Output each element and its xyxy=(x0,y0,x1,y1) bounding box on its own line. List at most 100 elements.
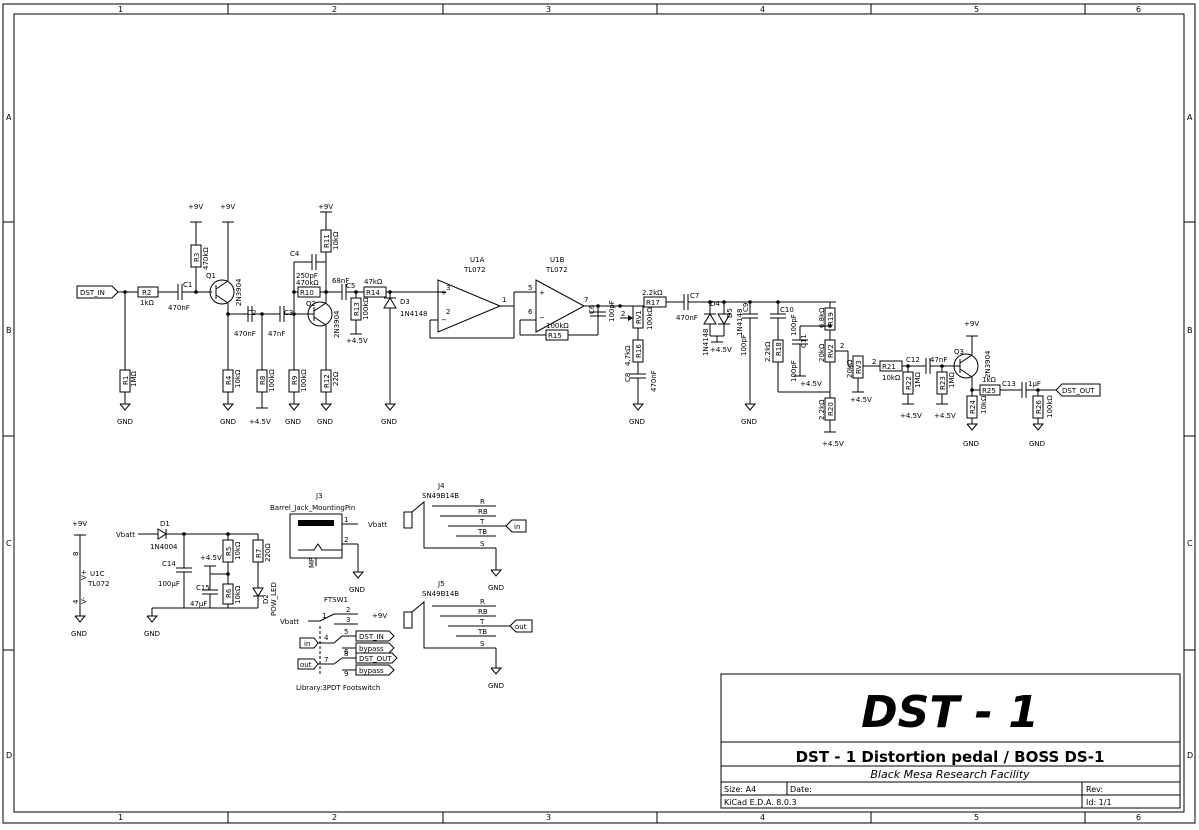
r11-value: 10kΩ xyxy=(332,231,340,250)
p9v-r3: +9V xyxy=(188,203,203,211)
j5-value: SN49B14B xyxy=(422,590,459,598)
title-big: DST - 1 xyxy=(861,687,1039,738)
gnd-d3: GND xyxy=(381,418,397,426)
border-col-4: 4 xyxy=(760,5,765,14)
c7-ref: C7 xyxy=(690,292,699,300)
d5-value: 1N4148 xyxy=(736,308,744,336)
r19-ref: R19 xyxy=(827,312,835,326)
u1b-ref: U1B xyxy=(550,256,565,264)
c3-value: 47nF xyxy=(268,330,285,338)
net-bypass-1: bypass xyxy=(359,645,384,653)
r4-ref: R4 xyxy=(225,375,233,385)
title-company: Black Mesa Research Facility xyxy=(870,768,1030,781)
c6-ref: C6 xyxy=(588,304,596,314)
j5-pin-rb: RB xyxy=(478,608,488,616)
gnd-r26: GND xyxy=(1029,440,1045,448)
rv2-value: 20kΩ xyxy=(818,343,826,362)
q3-value: 2N3904 xyxy=(984,350,992,378)
r17-ref: R17 xyxy=(646,299,660,307)
d4-ref: D4 xyxy=(710,300,720,308)
r3-ref: R3 xyxy=(193,253,201,262)
p45v-c11: +4.5V xyxy=(800,380,822,388)
r19-value: 6.8kΩ xyxy=(818,307,826,328)
r2-ref: R2 xyxy=(142,289,151,297)
title-block: DST - 1 DST - 1 Distortion pedal / BOSS … xyxy=(720,673,1181,809)
j5-pin-r: R xyxy=(480,598,485,606)
u1c-ref: U1C xyxy=(90,570,105,578)
rv3-value: 20kΩ xyxy=(846,359,854,378)
rv1-ref: RV1 xyxy=(635,310,643,324)
r6-value: 10kΩ xyxy=(234,585,242,604)
r23-value: 1MΩ xyxy=(948,372,956,388)
border-col-1: 1 xyxy=(118,5,123,14)
c4-value: 250pF xyxy=(296,272,318,280)
r26-value: 100kΩ xyxy=(1046,395,1054,418)
c8-ref: C8 xyxy=(624,373,632,382)
d1-ref: D1 xyxy=(160,520,170,528)
svg-text:−: − xyxy=(441,316,447,324)
net-dst-out-ftsw: DST_OUT xyxy=(359,655,392,663)
c11-value: 100pF xyxy=(790,360,798,382)
u1b-value: TL072 xyxy=(545,266,568,274)
d1-value: 1N4004 xyxy=(150,543,178,551)
c13-value: 1μF xyxy=(1028,380,1041,388)
svg-text:+: + xyxy=(441,289,447,297)
j5-jack: J5 SN49B14B R RB T TB S GND out xyxy=(403,580,533,690)
j5-pin-t: T xyxy=(479,618,485,626)
r10-value: 470kΩ xyxy=(296,279,319,287)
j4-pin-s: S xyxy=(480,540,485,548)
r13-ref: R13 xyxy=(353,302,361,316)
svg-text:+: + xyxy=(539,289,545,297)
svg-text:7: 7 xyxy=(584,296,588,304)
r25-ref: R25 xyxy=(982,387,996,395)
j3-value: Barrel_Jack_MountingPin xyxy=(270,504,355,512)
j5-ref: J5 xyxy=(437,580,445,588)
r20-value: 2.2kΩ xyxy=(818,399,826,420)
c9-value: 100pF xyxy=(740,334,748,356)
c4-ref: C4 xyxy=(290,250,300,258)
p45v-r8: +4.5V xyxy=(249,418,271,426)
d4-value: 1N4148 xyxy=(702,328,710,356)
rv1-value: 100kΩ xyxy=(646,307,654,330)
c5-value: 68nF xyxy=(332,277,349,285)
border-col-6-bottom: 6 xyxy=(1136,813,1141,822)
c1-value: 470nF xyxy=(168,304,190,312)
c2-ref: C2 xyxy=(247,309,256,317)
gnd-r12: GND xyxy=(317,418,333,426)
net-bypass-2: bypass xyxy=(359,667,384,675)
u1c-pin-4: 4 xyxy=(72,599,80,604)
svg-text:2: 2 xyxy=(621,310,625,318)
c15-ref: C15 xyxy=(196,584,210,592)
svg-text:1: 1 xyxy=(344,516,348,524)
svg-text:5: 5 xyxy=(528,284,532,292)
c13-ref: C13 xyxy=(1002,380,1016,388)
svg-text:2: 2 xyxy=(344,536,348,544)
d2-ref: D2 xyxy=(262,594,270,604)
r9-ref: R9 xyxy=(291,376,299,385)
d5-ref: D5 xyxy=(726,308,734,318)
r10-ref: R10 xyxy=(300,289,314,297)
gnd-j3: GND xyxy=(349,586,365,594)
c7-value: 470nF xyxy=(676,314,698,322)
sheet-border: 1 2 3 4 5 6 1 2 3 4 5 6 A B C D A B C D xyxy=(2,3,1196,824)
border-row-b-right: B xyxy=(1187,326,1193,335)
r5-value: 10kΩ xyxy=(234,541,242,560)
u1c-pin-vplus: V+ xyxy=(80,569,88,580)
r22-value: 1MΩ xyxy=(914,372,922,388)
r18-value: 2.2kΩ xyxy=(764,341,772,362)
c14-value: 100μF xyxy=(158,580,180,588)
c9-ref: C9 xyxy=(742,303,750,312)
title-main: DST - 1 Distortion pedal / BOSS DS-1 xyxy=(796,748,1105,766)
title-size: Size: A4 xyxy=(724,785,756,794)
r24-value: 10kΩ xyxy=(980,395,988,414)
border-col-5-bottom: 5 xyxy=(974,813,979,822)
p45v-r13: +4.5V xyxy=(346,337,368,345)
border-col-5: 5 xyxy=(974,5,979,14)
p45v-r22: +4.5V xyxy=(900,412,922,420)
r5-ref: R5 xyxy=(225,547,233,556)
r6-ref: R6 xyxy=(225,588,233,598)
c15-value: 47μF xyxy=(190,600,207,608)
title-rev: Rev: xyxy=(1086,785,1103,794)
r21-value: 10kΩ xyxy=(882,374,901,382)
q2-ref: Q2 xyxy=(306,300,316,308)
